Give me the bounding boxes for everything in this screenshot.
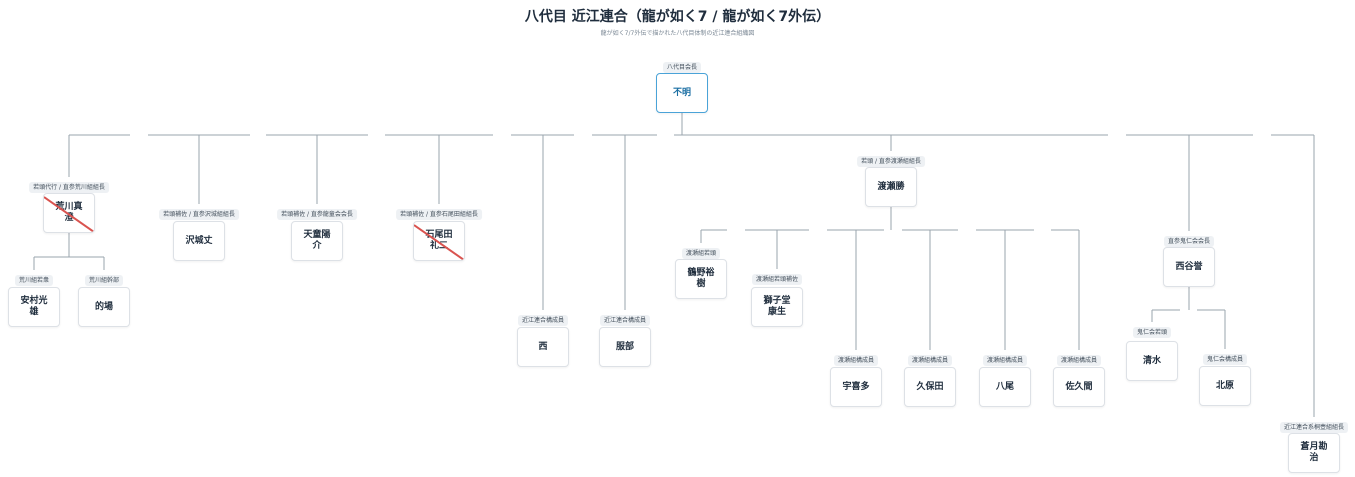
member-name: 西 [538,341,548,352]
role-label: 若頭 / 直参渡瀬組組長 [857,156,925,167]
member-name: 八尾 [995,381,1014,392]
member-card[interactable]: 蒼月勘 治 [1288,433,1340,473]
role-label: 渡瀬組構成員 [907,355,953,366]
member-name: 獅子堂 康生 [763,296,791,317]
role-label: 八代目会長 [662,62,702,73]
deceased-strike-icon [414,222,464,260]
role-label: 近江連合構成員 [517,315,569,326]
member-card[interactable]: 西谷誉 [1163,247,1215,287]
member-card[interactable]: 的場 [78,287,130,327]
member-card[interactable]: 石尾田 礼二 [413,221,465,261]
member-card[interactable]: 天童陽 介 [291,221,343,261]
member-name: 的場 [94,301,113,312]
member-name: 荒川真 澄 [55,202,83,223]
member-name: 佐久間 [1065,381,1093,392]
member-name: 服部 [615,341,634,352]
member-name: 蒼月勘 治 [1300,442,1328,463]
member-card[interactable]: 清水 [1126,341,1178,381]
deceased-strike-icon [44,194,94,232]
member-card[interactable]: 服部 [599,327,651,367]
role-label: 渡瀬組構成員 [982,355,1028,366]
member-card[interactable]: 西 [517,327,569,367]
role-label: 鬼仁会構成員 [1202,354,1248,365]
member-card[interactable]: 宇喜多 [830,367,882,407]
member-card[interactable]: 久保田 [904,367,956,407]
role-label: 直参鬼仁会会長 [1163,236,1215,247]
member-card[interactable]: 渡瀬勝 [865,167,917,207]
member-card[interactable]: 安村光 雄 [8,287,60,327]
role-label: 渡瀬組構成員 [1056,355,1102,366]
member-name: 北原 [1215,380,1234,391]
member-name: 天童陽 介 [303,230,331,251]
member-name: 石尾田 礼二 [425,230,453,251]
role-label: 鬼仁会若頭 [1132,327,1172,338]
member-name: 不明 [672,87,691,98]
chart-subtitle: 龍が如く7/7外伝で描かれた八代目体制の近江連合組織図 [600,30,755,37]
role-label: 荒川組幹部 [84,275,124,286]
role-label: 若頭補佐 / 直参龍童会会長 [277,209,357,220]
chart-title: 八代目 近江連合（龍が如く7 / 龍が如く7外伝） [524,9,831,25]
member-name: 渡瀬勝 [877,181,905,192]
member-card[interactable]: 不明 [656,73,708,113]
member-name: 宇喜多 [842,381,870,392]
role-label: 渡瀬組構成員 [833,355,879,366]
role-label: 渡瀬組若頭 [681,248,721,259]
member-card[interactable]: 獅子堂 康生 [751,287,803,327]
role-label: 渡瀬組若頭補佐 [751,274,803,285]
member-name: 清水 [1142,355,1161,366]
member-card[interactable]: 荒川真 澄 [43,193,95,233]
role-label: 若頭代行 / 直参荒川組組長 [29,182,109,193]
member-name: 安村光 雄 [20,296,48,317]
member-name: 鶴野裕 樹 [687,268,715,289]
member-card[interactable]: 北原 [1199,366,1251,406]
member-card[interactable]: 八尾 [979,367,1031,407]
member-name: 久保田 [916,381,944,392]
member-card[interactable]: 佐久間 [1053,367,1105,407]
role-label: 若頭補佐 / 直参沢城組組長 [159,209,239,220]
role-label: 近江連合系桐壺組組長 [1279,422,1349,433]
member-card[interactable]: 沢城丈 [173,221,225,261]
member-card[interactable]: 鶴野裕 樹 [675,259,727,299]
member-name: 沢城丈 [185,235,213,246]
role-label: 荒川組若衆 [14,275,54,286]
member-name: 西谷誉 [1175,261,1203,272]
role-label: 近江連合構成員 [599,315,651,326]
role-label: 若頭補佐 / 直参石尾田組組長 [396,209,482,220]
